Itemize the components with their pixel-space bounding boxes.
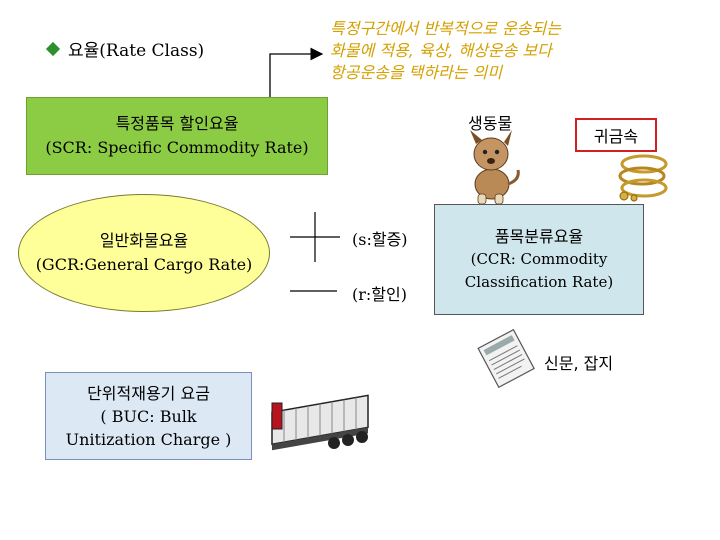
scr-note: 특정구간에서 반복적으로 운송되는 화물에 적용, 육상, 해상운송 보다 항공… — [330, 18, 650, 84]
note-line-3: 항공운송을 택하라는 의미 — [330, 63, 503, 82]
diamond-bullet-icon — [45, 41, 61, 56]
container-truck-icon — [271, 394, 369, 451]
live-animals-label: 생동물 — [468, 114, 513, 133]
scr-subtitle: (SCR: Specific Commodity Rate) — [45, 138, 309, 157]
valuables-label: 귀금속 — [593, 127, 639, 146]
ccr-subtitle-1: (CCR: Commodity — [470, 250, 608, 268]
jewelry-icon — [618, 154, 668, 202]
newspapers-label: 신문, 잡지 — [544, 354, 614, 373]
gcr-oval: 일반화물요율 (GCR:General Cargo Rate) — [18, 194, 270, 312]
ccr-subtitle-2: Classification Rate) — [464, 273, 614, 291]
title-text: 요율(Rate Class) — [68, 41, 205, 61]
surcharge-label: (s:할증) — [352, 230, 408, 249]
rate-class-title: 요율(Rate Class) — [45, 36, 205, 61]
ccr-title: 품목분류요율 — [494, 227, 584, 246]
ccr-box: 품목분류요율 (CCR: Commodity Classification Ra… — [434, 204, 644, 315]
note-line-1: 특정구간에서 반복적으로 운송되는 — [330, 19, 561, 38]
note-line-2: 화물에 적용, 육상, 해상운송 보다 — [330, 41, 552, 60]
buc-box: 단위적재용기 요금 ( BUC: Bulk Unitization Charge… — [45, 372, 252, 460]
buc-subtitle-2: Unitization Charge ) — [65, 429, 232, 449]
scr-title: 특정품목 할인요율 — [115, 114, 239, 133]
dog-icon — [470, 130, 520, 205]
gcr-subtitle: (GCR:General Cargo Rate) — [35, 255, 253, 274]
valuables-box: 귀금속 — [575, 118, 657, 152]
buc-subtitle-1: ( BUC: Bulk — [100, 406, 197, 426]
gcr-title: 일반화물요율 — [99, 231, 189, 250]
note-arrow — [269, 47, 324, 97]
discount-label: (r:할인) — [352, 285, 407, 304]
newspaper-icon — [477, 328, 535, 388]
scr-box: 특정품목 할인요율 (SCR: Specific Commodity Rate) — [26, 97, 328, 175]
buc-title: 단위적재용기 요금 — [87, 383, 210, 403]
